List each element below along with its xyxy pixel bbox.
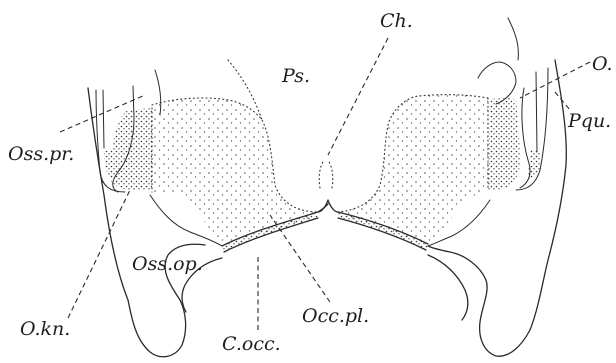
label-oss-pr: Oss.pr. [8, 143, 74, 165]
label-ch: Ch. [380, 10, 413, 32]
right-tube-wall-2 [536, 72, 537, 152]
label-occ-pl: Occ.pl. [302, 305, 369, 327]
label-oss-op: Oss.op. [132, 253, 203, 275]
labels: Oss.pr. Ps. Ch. O. Pqu. O.kn. Oss.op. Oc… [8, 10, 613, 355]
label-c-occ: C.occ. [222, 333, 281, 355]
leader-o-kn [68, 190, 130, 318]
left-tube-wall-1 [103, 90, 104, 148]
right-top-wavy-2 [508, 18, 518, 60]
right-oss-op-curve [428, 255, 468, 320]
left-dense-stipple [104, 108, 152, 191]
leader-occ-pl [270, 215, 330, 302]
centre-notch-outline [318, 200, 338, 212]
right-dense-stipple [488, 97, 520, 190]
label-pqu: Pqu. [567, 110, 611, 132]
label-o: O. [592, 53, 613, 75]
label-ps: Ps. [281, 65, 310, 87]
chorda-dot-right [328, 160, 333, 188]
chorda-dot-left [319, 160, 324, 188]
leader-ch [328, 38, 388, 155]
label-o-kn: O.kn. [20, 318, 70, 340]
